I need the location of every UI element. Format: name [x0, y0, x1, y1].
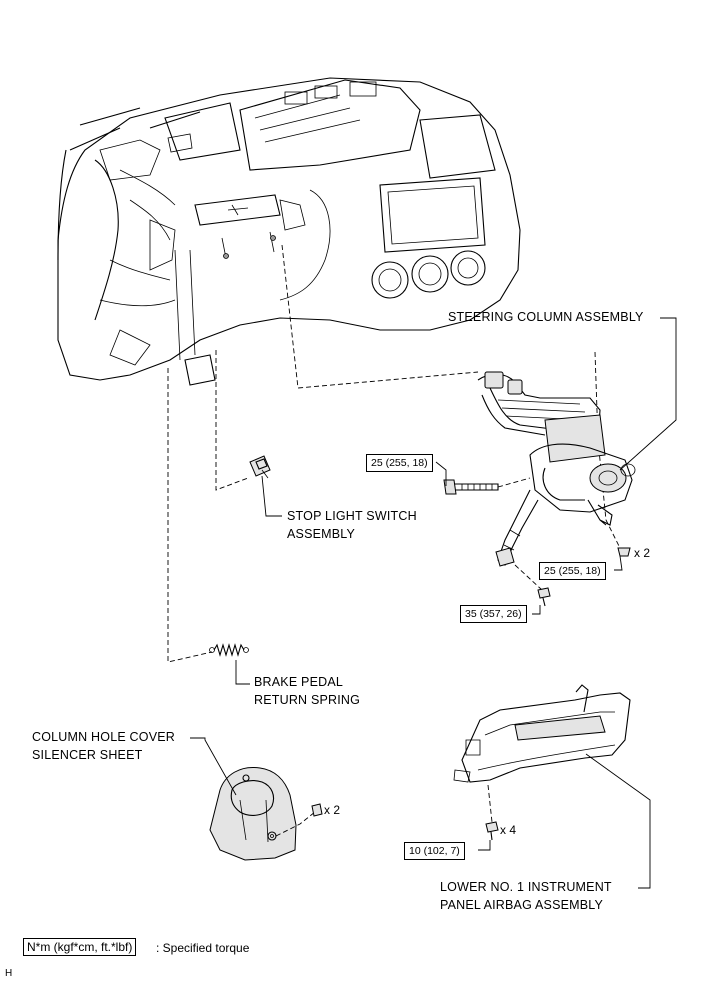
legend-description: : Specified torque — [156, 941, 250, 955]
instrument-panel-reinforcement — [57, 77, 521, 386]
torque-airbag-bolt: 10 (102, 7) — [404, 842, 465, 860]
clip — [311, 803, 323, 817]
silencer-sheet-label-line2: SILENCER SHEET — [32, 748, 143, 762]
torque-column-nut: 25 (255, 18) — [539, 562, 606, 580]
shaft-bolt — [537, 587, 551, 607]
airbag-bolt — [485, 821, 499, 841]
torque-shaft-bolt: 35 (357, 26) — [460, 605, 527, 623]
brake-spring-label-line1: BRAKE PEDAL — [254, 675, 344, 689]
stop-light-switch-label-line1: STOP LIGHT SWITCH — [287, 509, 417, 523]
column-nut — [617, 547, 631, 557]
torque-column-bolt: 25 (255, 18) — [366, 454, 433, 472]
brake-spring-label-line2: RETURN SPRING — [254, 693, 361, 707]
legend-torque-unit: N*m (kgf*cm, ft.*lbf) — [23, 938, 137, 956]
steering-column-label: STEERING COLUMN ASSEMBLY — [448, 310, 644, 324]
quantity-clip: x 2 — [324, 803, 341, 817]
lower-instrument-panel-airbag — [453, 684, 631, 783]
airbag-label-line1: LOWER NO. 1 INSTRUMENT — [440, 880, 612, 894]
figure-code: H — [5, 968, 13, 979]
column-bolt — [443, 477, 531, 495]
quantity-airbag-bolt: x 4 — [500, 823, 517, 837]
silencer-sheet-label-line1: COLUMN HOLE COVER — [32, 730, 176, 744]
column-hole-cover-silencer-sheet — [209, 766, 316, 861]
quantity-column-nut: x 2 — [634, 546, 651, 560]
steering-column-assembly — [477, 371, 636, 567]
stop-light-switch-label-line2: ASSEMBLY — [287, 527, 356, 541]
airbag-label-line2: PANEL AIRBAG ASSEMBLY — [440, 898, 604, 912]
stop-light-switch — [249, 455, 271, 479]
leader-lines — [190, 317, 677, 889]
brake-pedal-return-spring — [209, 643, 249, 657]
